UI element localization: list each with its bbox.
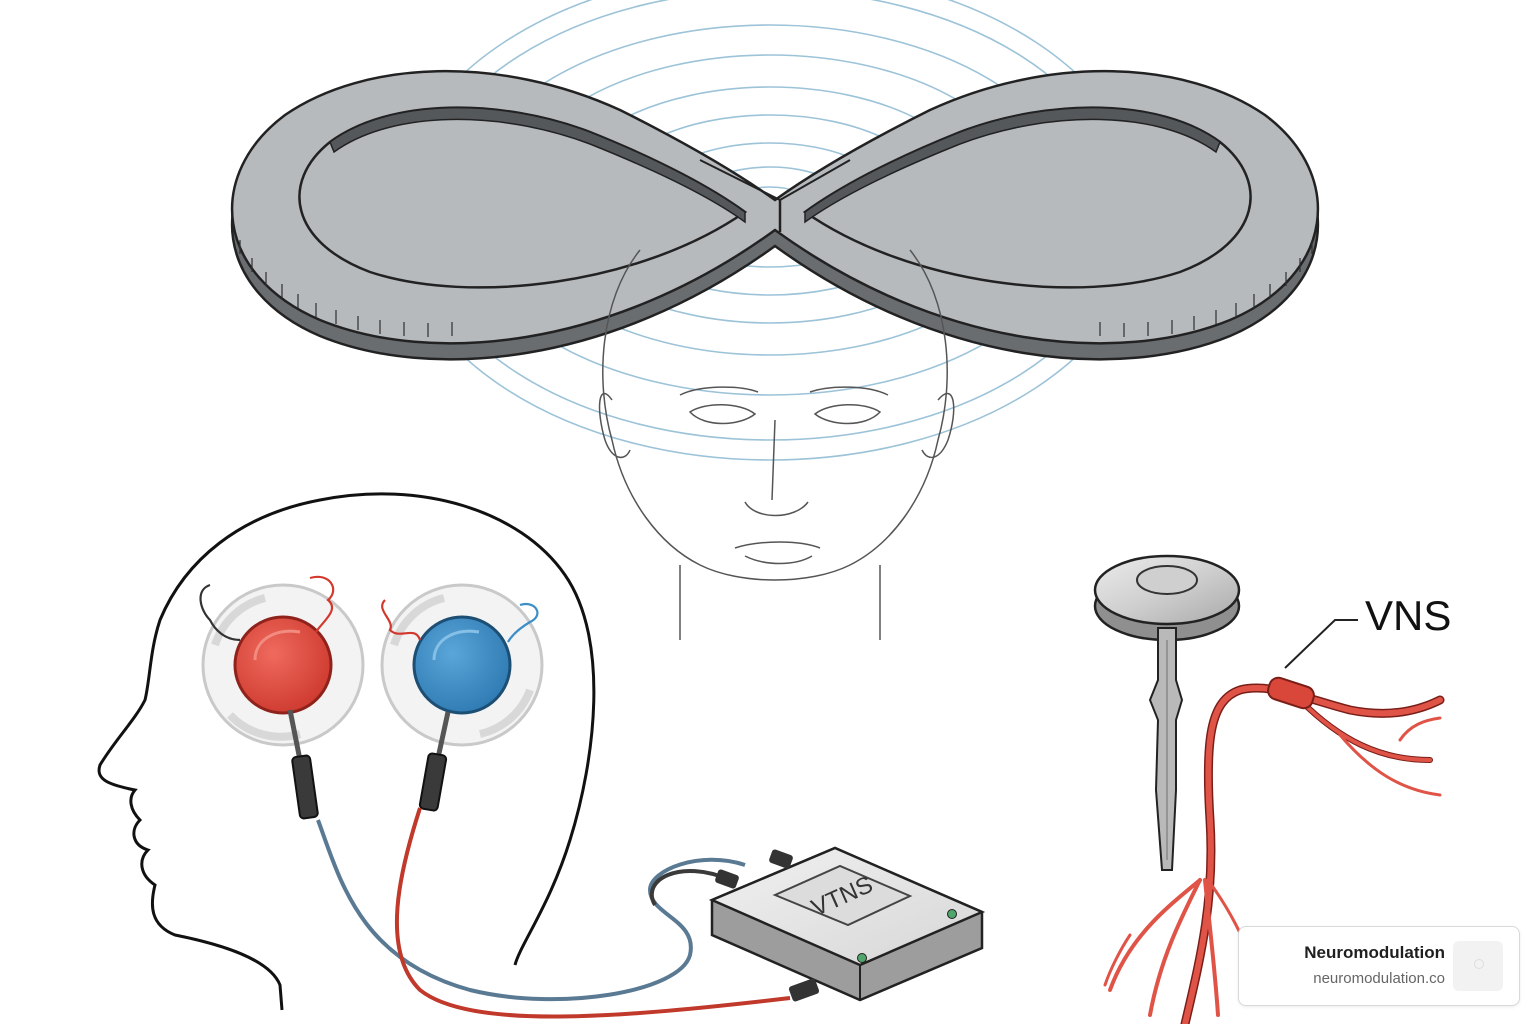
watermark-title: Neuromodulation <box>1304 943 1445 962</box>
electrode-pad-right <box>380 583 544 747</box>
patient-face-outline <box>598 249 955 640</box>
figure-eight-coil <box>230 70 1320 361</box>
stimulator-device <box>708 846 986 1002</box>
vns-leader-line <box>1284 619 1358 669</box>
watermark-logo-icon <box>1453 941 1503 991</box>
electrode-connectors <box>287 709 451 820</box>
electrode-lead-squiggles <box>199 575 539 643</box>
vagus-nerve <box>1103 676 1445 1024</box>
watermark-url: neuromodulation.co <box>1313 970 1445 987</box>
watermark-card[interactable]: Neuromodulation neuromodulation.co <box>1238 926 1520 1006</box>
vns-label: VNS <box>1365 592 1451 639</box>
electrode-pad-left <box>201 583 365 747</box>
lead-wires <box>316 807 791 1019</box>
vns-implant-electrode <box>1093 554 1241 871</box>
head-profile-outline <box>97 492 596 1011</box>
